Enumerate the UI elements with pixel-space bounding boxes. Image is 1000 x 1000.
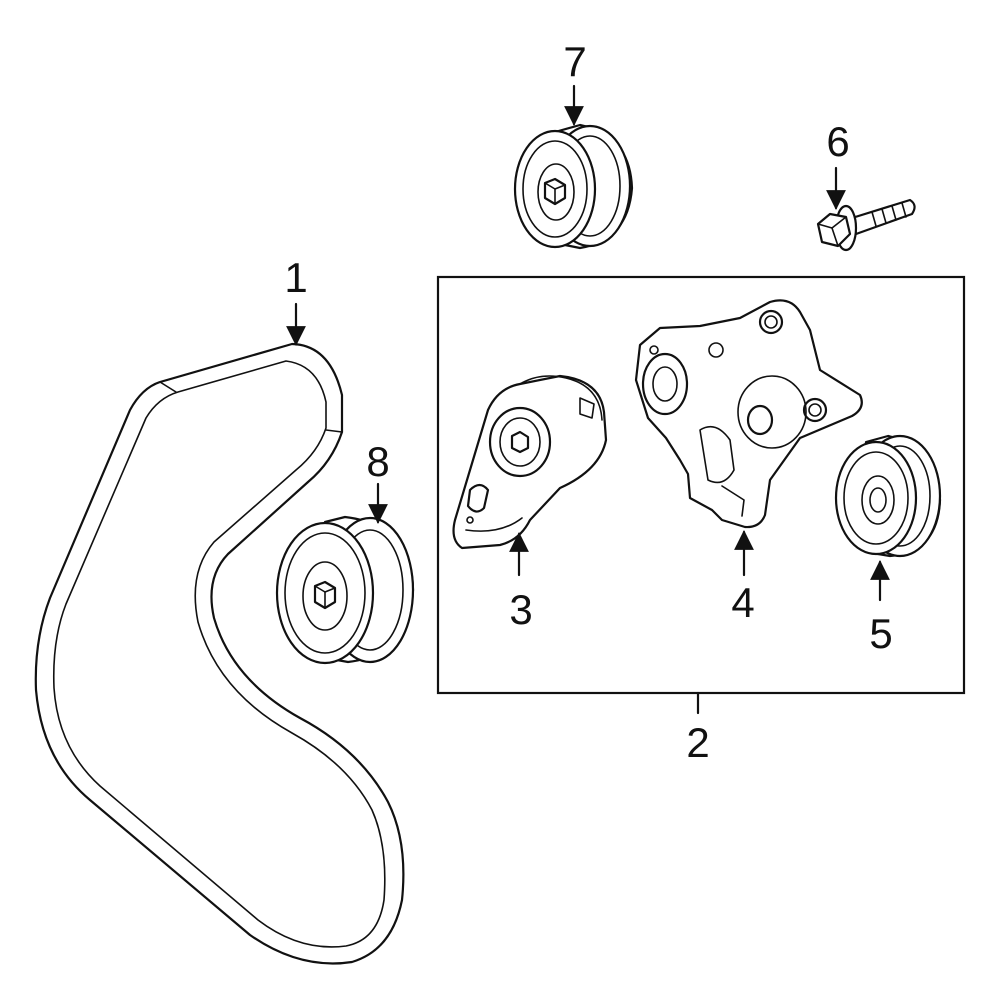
tensioner-bracket[interactable]: [634, 299, 863, 529]
belt-rib-line: [159, 381, 177, 393]
callout-1: 1: [284, 254, 307, 301]
idler-pulley-top[interactable]: [513, 123, 634, 250]
serpentine-belt[interactable]: [34, 342, 405, 965]
belt-inner-edge: [52, 360, 386, 948]
callout-6: 6: [826, 118, 849, 165]
callout-8: 8: [366, 438, 389, 485]
flange-bolt[interactable]: [816, 198, 916, 252]
idler-pulley-left[interactable]: [275, 515, 415, 665]
idler-pulley-right[interactable]: [834, 434, 942, 558]
callout-5: 5: [869, 610, 892, 657]
callout-7: 7: [563, 38, 586, 85]
callout-3: 3: [509, 586, 532, 633]
belt-body: [34, 342, 405, 965]
belt-tensioner[interactable]: [452, 374, 608, 550]
belt-rib-line: [325, 429, 343, 433]
callout-4: 4: [731, 579, 754, 626]
hex-bolt-icon: [510, 430, 530, 454]
hex-bolt-icon: [816, 212, 852, 248]
callout-2: 2: [686, 719, 709, 766]
assembly-box: [436, 275, 966, 695]
